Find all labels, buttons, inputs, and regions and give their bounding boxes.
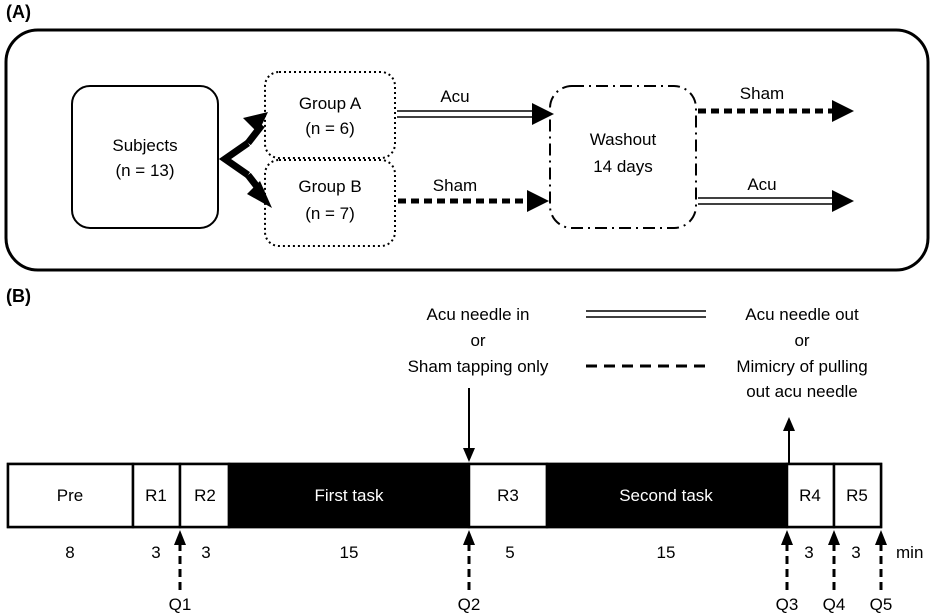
q4-label: Q4: [823, 595, 846, 614]
segment-r3-label: R3: [497, 486, 519, 505]
acu-arrow-group-a: [397, 103, 554, 125]
washout-box: [549, 85, 697, 229]
segment-r2-label: R2: [194, 486, 216, 505]
segment-r4: R4: [785, 462, 836, 529]
q2-label: Q2: [458, 595, 481, 614]
segment-r5: R5: [832, 462, 883, 529]
q3-label: Q3: [776, 595, 799, 614]
panel-a-frame: [4, 28, 930, 272]
panel-b-label: (B): [6, 286, 31, 306]
duration-r4: 3: [804, 543, 813, 562]
sham-label-out: Sham: [740, 84, 784, 103]
group-a-label: Group A: [299, 94, 362, 113]
segment-r3: R3: [467, 462, 549, 529]
segment-r1: R1: [131, 462, 182, 529]
sham-arrow-out: [698, 100, 854, 122]
subjects-box: [71, 85, 219, 229]
legend-out-line3: Mimicry of pulling: [736, 357, 867, 376]
duration-pre: 8: [65, 543, 74, 562]
washout-label: Washout: [590, 130, 657, 149]
segment-r4-label: R4: [799, 486, 821, 505]
sham-arrow-group-b: [398, 190, 549, 212]
legend-out-line4: out acu needle: [746, 382, 858, 401]
group-b-label: Group B: [298, 177, 361, 196]
legend-in-line1: Acu needle in: [426, 305, 529, 324]
q5-label: Q5: [870, 595, 893, 614]
segment-pre: Pre: [6, 462, 135, 529]
group-b-count: (n = 7): [305, 204, 355, 223]
segment-r2: R2: [178, 462, 231, 529]
q5-arrow: [875, 530, 887, 590]
duration-r1: 3: [151, 543, 160, 562]
duration-first-task: 15: [340, 543, 359, 562]
needle-in-arrow: [463, 388, 475, 462]
q1-label: Q1: [169, 595, 192, 614]
duration-r2: 3: [201, 543, 210, 562]
acu-label-out: Acu: [747, 175, 776, 194]
duration-unit: min: [896, 543, 923, 562]
legend-out-line1: Acu needle out: [745, 305, 859, 324]
group-b-box: [264, 159, 396, 247]
needle-out-arrow: [783, 417, 795, 463]
segment-r5-label: R5: [846, 486, 868, 505]
legend-in-line3: Sham tapping only: [408, 357, 549, 376]
segment-r1-label: R1: [145, 486, 167, 505]
segment-second-task: Second task: [545, 462, 789, 529]
segment-first-task-label: First task: [315, 486, 384, 505]
q3-arrow: [781, 530, 793, 590]
legend-out-line2: or: [794, 331, 809, 350]
duration-r5: 3: [851, 543, 860, 562]
acu-arrow-out: [698, 190, 854, 212]
q4-arrow: [828, 530, 840, 590]
group-a-box: [264, 71, 396, 159]
legend-in-line2: or: [470, 331, 485, 350]
q1-arrow: [174, 530, 186, 590]
acu-label-group-a: Acu: [440, 87, 469, 106]
segment-first-task: First task: [227, 462, 471, 529]
panel-a-label: (A): [6, 2, 31, 22]
subjects-label: Subjects: [112, 136, 177, 155]
duration-r3: 5: [505, 543, 514, 562]
segment-second-task-label: Second task: [619, 486, 713, 505]
subjects-count: (n = 13): [115, 161, 174, 180]
segment-pre-label: Pre: [57, 486, 83, 505]
duration-second-task: 15: [657, 543, 676, 562]
sham-label-group-b: Sham: [433, 176, 477, 195]
group-a-count: (n = 6): [305, 119, 355, 138]
q2-arrow: [463, 530, 475, 590]
legend-acu-line: [586, 310, 706, 318]
washout-duration: 14 days: [593, 157, 653, 176]
branch-arrows: [218, 112, 272, 208]
